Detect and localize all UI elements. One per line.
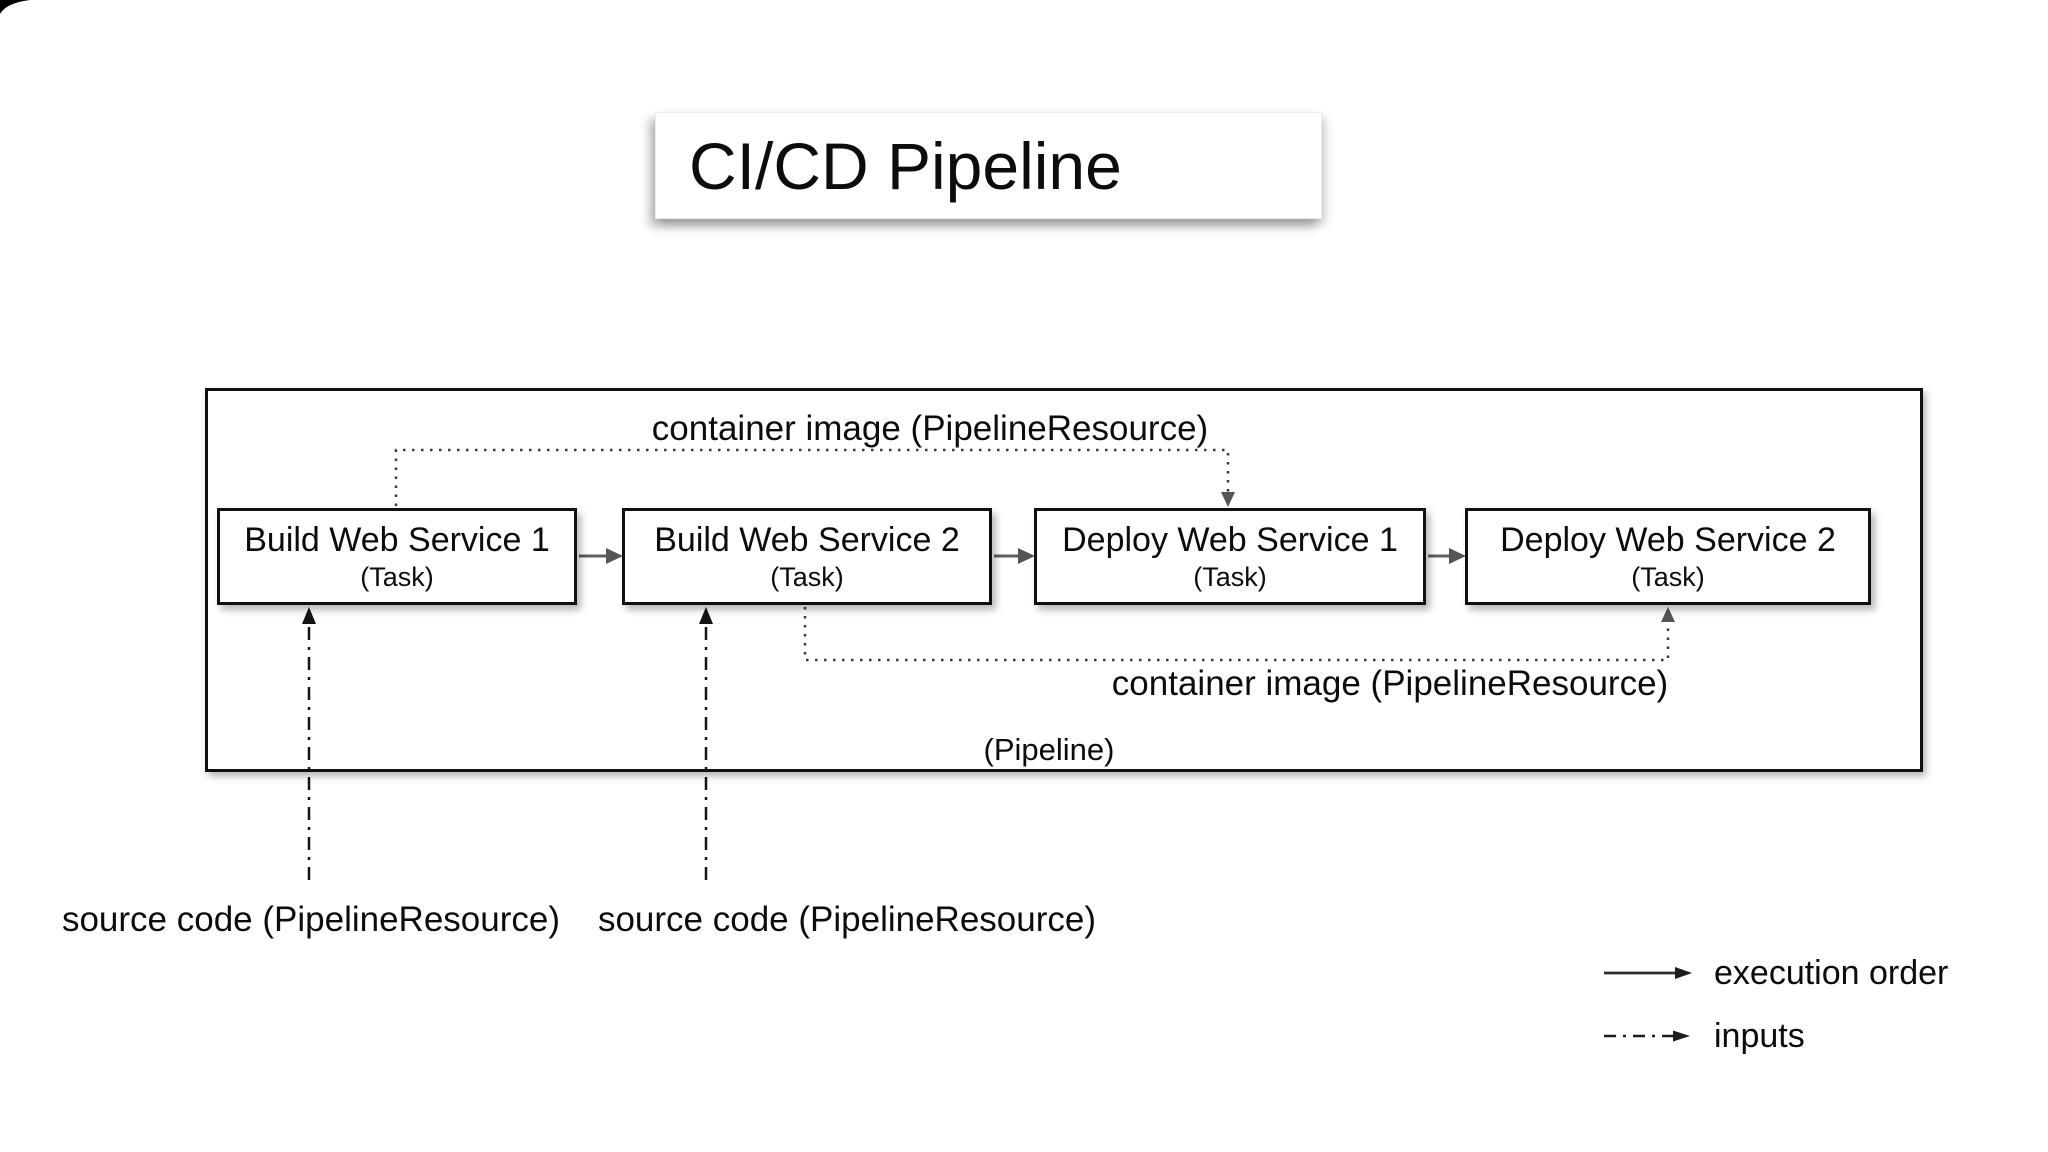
task-title: Deploy Web Service 2: [1500, 521, 1836, 559]
container-image-label-top: container image (PipelineResource): [651, 409, 1209, 448]
task-box-build-web-service-1: Build Web Service 1 (Task): [217, 508, 577, 605]
task-title: Build Web Service 1: [244, 521, 550, 559]
source-code-label-1: source code (PipelineResource): [61, 900, 561, 939]
execution-order-arrow-icon: [1604, 967, 1692, 979]
source-code-label-2: source code (PipelineResource): [597, 900, 1097, 939]
task-box-deploy-web-service-2: Deploy Web Service 2 (Task): [1465, 508, 1871, 605]
pipeline-caption: (Pipeline): [983, 732, 1115, 767]
task-type: (Task): [1631, 562, 1705, 592]
page-title: CI/CD Pipeline: [689, 128, 1122, 203]
legend-inputs-row: inputs: [1602, 1013, 1805, 1059]
legend-inputs-label: inputs: [1714, 1016, 1805, 1055]
task-title: Build Web Service 2: [654, 521, 960, 559]
legend-execution-order-row: execution order: [1602, 950, 1948, 996]
title-card: CI/CD Pipeline: [655, 112, 1322, 219]
corner-decoration-icon: [0, 0, 30, 14]
task-type: (Task): [1193, 562, 1267, 592]
inputs-arrow-icon: [1604, 1030, 1690, 1042]
task-title: Deploy Web Service 1: [1062, 521, 1398, 559]
task-box-build-web-service-2: Build Web Service 2 (Task): [622, 508, 992, 605]
container-image-label-bottom: container image (PipelineResource): [1111, 664, 1669, 703]
task-box-deploy-web-service-1: Deploy Web Service 1 (Task): [1034, 508, 1426, 605]
task-type: (Task): [360, 562, 434, 592]
legend-execution-order-label: execution order: [1714, 953, 1949, 992]
task-type: (Task): [770, 562, 844, 592]
